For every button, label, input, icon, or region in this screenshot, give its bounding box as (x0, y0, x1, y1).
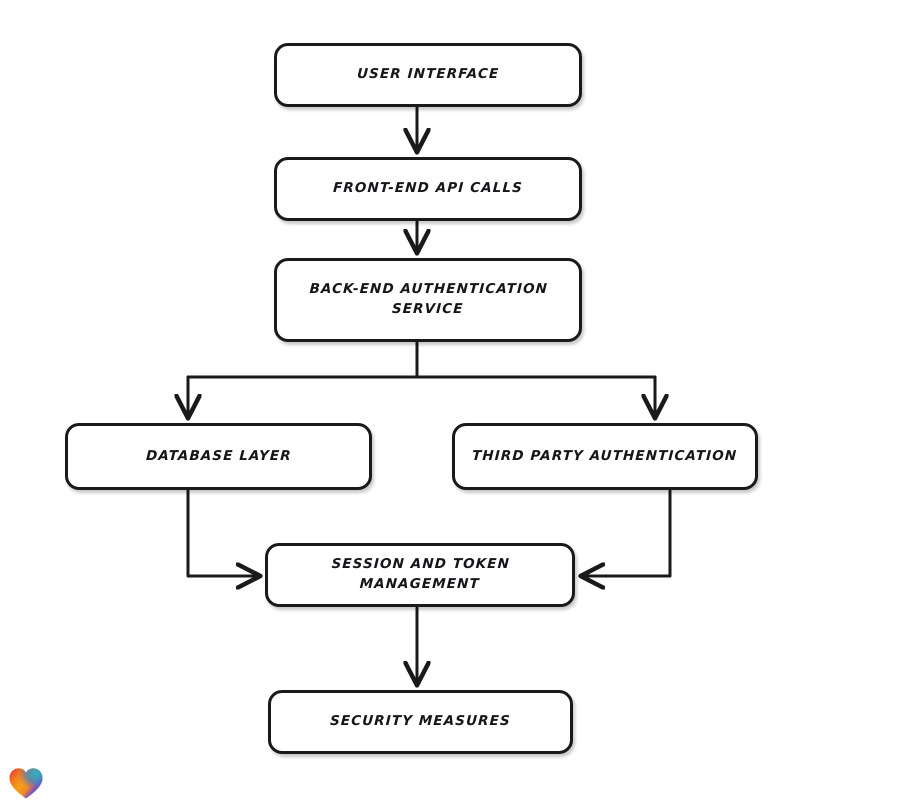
node-third-party-authentication[interactable]: Third Party Authentication (452, 423, 758, 490)
node-session-and-token-management-label: Session and Token Management (330, 556, 511, 592)
node-security-measures[interactable]: Security Measures (268, 690, 573, 754)
node-backend-authentication-service[interactable]: Back-End Authentication Service (274, 258, 582, 342)
node-backend-authentication-service-label: Back-End Authentication Service (308, 281, 549, 317)
node-database-layer-label: Database Layer (145, 447, 292, 464)
heart-icon (9, 768, 43, 799)
node-user-interface[interactable]: User Interface (274, 43, 582, 107)
node-frontend-api-calls[interactable]: Front-End API Calls (274, 157, 582, 221)
node-user-interface-label: User Interface (356, 66, 500, 83)
edge-database-layer-to-session-token (186, 489, 258, 576)
node-frontend-api-calls-label: Front-End API Calls (332, 180, 524, 197)
node-database-layer[interactable]: Database Layer (65, 423, 372, 490)
node-session-and-token-management[interactable]: Session and Token Management (265, 543, 575, 607)
node-security-measures-label: Security Measures (329, 713, 512, 730)
edge-third-party-auth-to-session-token (583, 489, 672, 576)
node-third-party-authentication-label: Third Party Authentication (472, 447, 739, 464)
